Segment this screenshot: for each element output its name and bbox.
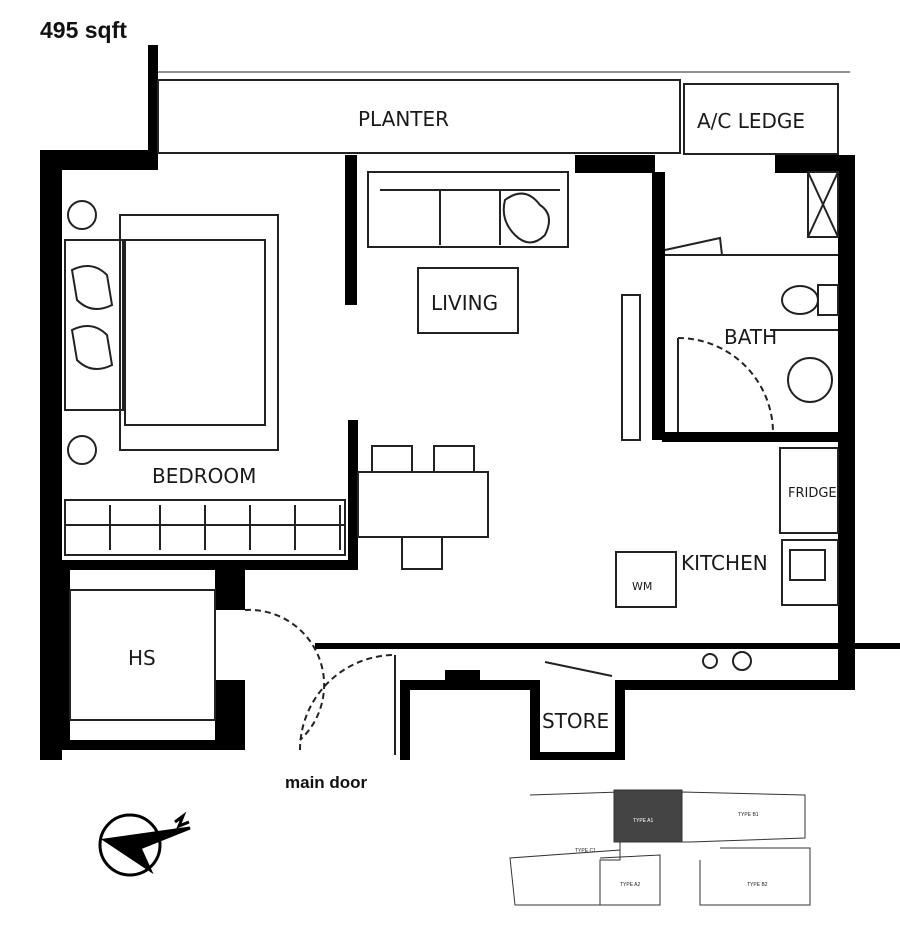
- key-plan-highlight: [613, 789, 683, 843]
- key-plan-unit: TYPE B2: [747, 882, 768, 888]
- ac-ledge: A/C LEDGE: [683, 83, 839, 155]
- kitchen-label: KITCHEN: [681, 551, 768, 575]
- living-room: LIVING: [357, 171, 641, 570]
- fridge-label: FRIDGE: [788, 486, 837, 501]
- living-label: LIVING: [431, 291, 498, 315]
- planter: PLANTER: [157, 71, 850, 154]
- store-label: STORE: [542, 709, 609, 733]
- bathroom: BATH: [664, 171, 839, 433]
- household-shelter: HS: [69, 589, 326, 741]
- kitchen: FRIDGE WM KITCHEN: [615, 447, 839, 671]
- key-plan-unit: TYPE A2: [620, 882, 641, 888]
- bedroom: BEDROOM: [64, 200, 346, 556]
- area-label: 495 sqft: [40, 17, 127, 43]
- key-plan-unit: TYPE C1: [575, 848, 596, 854]
- main-door-label: main door: [285, 773, 368, 792]
- key-plan-unit: TYPE B1: [738, 812, 759, 818]
- hs-label: HS: [128, 646, 156, 670]
- bedroom-label: BEDROOM: [152, 464, 256, 488]
- wm-label: WM: [632, 580, 652, 593]
- walls: [40, 45, 900, 760]
- planter-label: PLANTER: [358, 107, 449, 131]
- store: STORE: [542, 661, 613, 733]
- north-arrow-icon: [98, 811, 191, 877]
- bath-label: BATH: [724, 325, 777, 349]
- key-plan: TYPE A1 TYPE B1 TYPE C1 TYPE A2 TYPE B2: [509, 789, 811, 906]
- main-door: main door: [285, 654, 396, 792]
- key-plan-unit: TYPE A1: [633, 818, 654, 824]
- ac-ledge-label: A/C LEDGE: [697, 109, 805, 133]
